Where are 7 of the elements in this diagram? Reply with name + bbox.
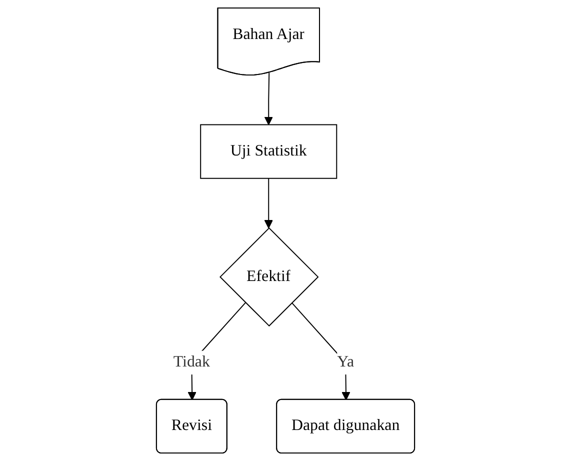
node-diamond: Efektif	[220, 227, 319, 327]
arrow	[264, 72, 273, 126]
arrow	[264, 178, 273, 228]
arrow	[291, 302, 350, 400]
edge-label: Tidak	[173, 354, 210, 371]
edge-label: Ya	[337, 354, 354, 371]
node-box: Uji Statistik	[200, 124, 338, 179]
